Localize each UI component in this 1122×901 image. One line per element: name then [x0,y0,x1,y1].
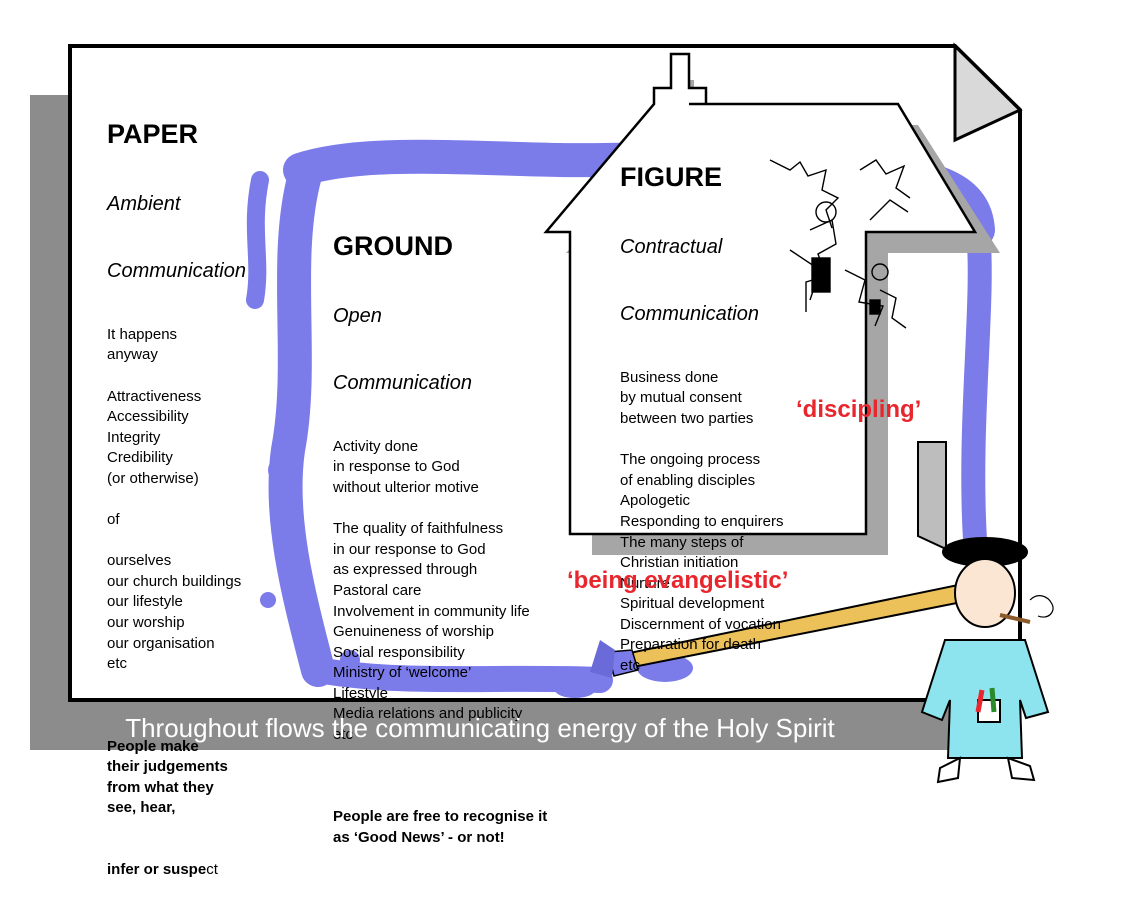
paper-text-line: anyway [107,346,158,364]
paper-text-line: etc [107,655,128,673]
figure-text-line: Christian initiation [620,554,739,572]
ground-text-line: without ulterior motive [333,478,479,496]
paper-last-line: infer or suspect [107,860,246,881]
figure-text-line [620,430,783,451]
paper-last-plain: ct [206,860,218,878]
ground-text-line: Lifestyle [333,684,389,702]
paper-text-line: our church buildings [107,572,242,590]
figure-text-line: Responding to enquirers [620,512,784,530]
paper-text-line: our organisation [107,634,215,652]
painter-cartoon [920,537,1054,784]
ground-text-line: Activity done [333,437,419,455]
ground-subtitle-1: Open [333,305,382,328]
paint-brush [590,583,964,678]
figure-subtitle-1: Contractual [620,236,723,259]
ground-text-line: Ministry of ‘welcome’ [333,664,472,682]
paper-text-line [107,366,246,387]
ground-text-line: Media relations and publicity [333,705,523,723]
paper-text-line: Attractiveness [107,387,202,405]
ground-text-line: Social responsibility [333,643,465,661]
paper-subtitle-2: Communication [107,259,246,282]
figure-subtitle-2: Communication [620,302,759,325]
figure-lines: Business done by mutual consent between tw… [620,368,783,677]
figure-text-line: Business done [620,368,719,386]
ground-text-line: Involvement in community life [333,602,530,620]
paper-text-line: Credibility [107,449,173,467]
ground-bold-line: as ‘Good News’ - or not! [333,829,505,847]
ground-lines: Activity done in response to God without u… [333,437,547,767]
evangelistic-label: ‘being evangelistic’ [567,567,789,594]
paper-text-line: ourselves [107,552,172,570]
ground-bold-lines: People are free to recognise it as ‘Good … [333,807,547,848]
figure-text-line: etc [620,657,641,675]
discipling-label: ‘discipling’ [796,396,922,423]
ground-text-line [333,746,547,767]
figure-text-line: Preparation for death [620,636,761,654]
ground-text-line [333,499,547,520]
figure-text-line: by mutual consent [620,389,742,407]
paper-text-line [107,531,246,552]
figure-text-line: The many steps of [620,533,744,551]
ground-text-line: etc [333,726,354,744]
ground-column: GROUND Open Communication Activity done i… [333,188,547,869]
paper-text-line: our lifestyle [107,593,183,611]
paper-bold-lines: People make their judgements from what the… [107,737,246,819]
paper-subtitle-1: Ambient [107,193,181,216]
folded-corner [953,42,1023,143]
diagram-artwork [30,42,1054,784]
paper-bold-line: their judgements [107,758,228,776]
ground-text-line: Pastoral care [333,581,422,599]
paper-text-line: of [107,511,120,529]
figure-text-line: Nurture [620,574,671,592]
paper-text-line: It happens [107,325,178,343]
paper-last-bold: infer or suspe [107,860,207,878]
ground-text-line: in response to God [333,458,460,476]
paper-text-line: (or otherwise) [107,469,199,487]
paper-bold-line: see, hear, [107,799,176,817]
sketch-people [769,159,911,329]
paper-bold-line: from what they [107,778,214,796]
ground-subtitle-2: Communication [333,371,472,394]
figure-text-line: The ongoing process [620,451,761,469]
ground-text-line: The quality of faithfulness [333,520,504,538]
house-door [917,441,947,551]
figure-text-line: Spiritual development [620,595,765,613]
figure-text-line: Apologetic [620,492,691,510]
paper-column: PAPER Ambient Communication It happens an… [107,76,246,901]
ground-text-line: in our response to God [333,540,486,558]
paper-text-line [107,675,246,696]
house-figure [543,52,978,536]
figure-title: FIGURE [620,162,723,193]
figure-text-line: of enabling disciples [620,471,756,489]
ground-text-line: Genuineness of worship [333,623,494,641]
paper-title: PAPER [107,119,199,150]
figure-column: FIGURE Contractual Communication Busines… [620,119,783,697]
paper-text-line: Accessibility [107,408,189,426]
ground-title: GROUND [333,231,453,262]
footer-caption: Throughout flows the communicating energ… [125,713,835,743]
ground-text-line: as expressed through [333,561,478,579]
figure-text-line: between two parties [620,409,754,427]
figure-text-line: Discernment of vocation [620,615,781,633]
paper-text-line [107,490,246,511]
ground-bold-line: People are free to recognise it [333,808,548,826]
paper-text-line: our worship [107,614,185,632]
paper-text-line: Integrity [107,428,161,446]
paper-bold-line: People make [107,737,199,755]
